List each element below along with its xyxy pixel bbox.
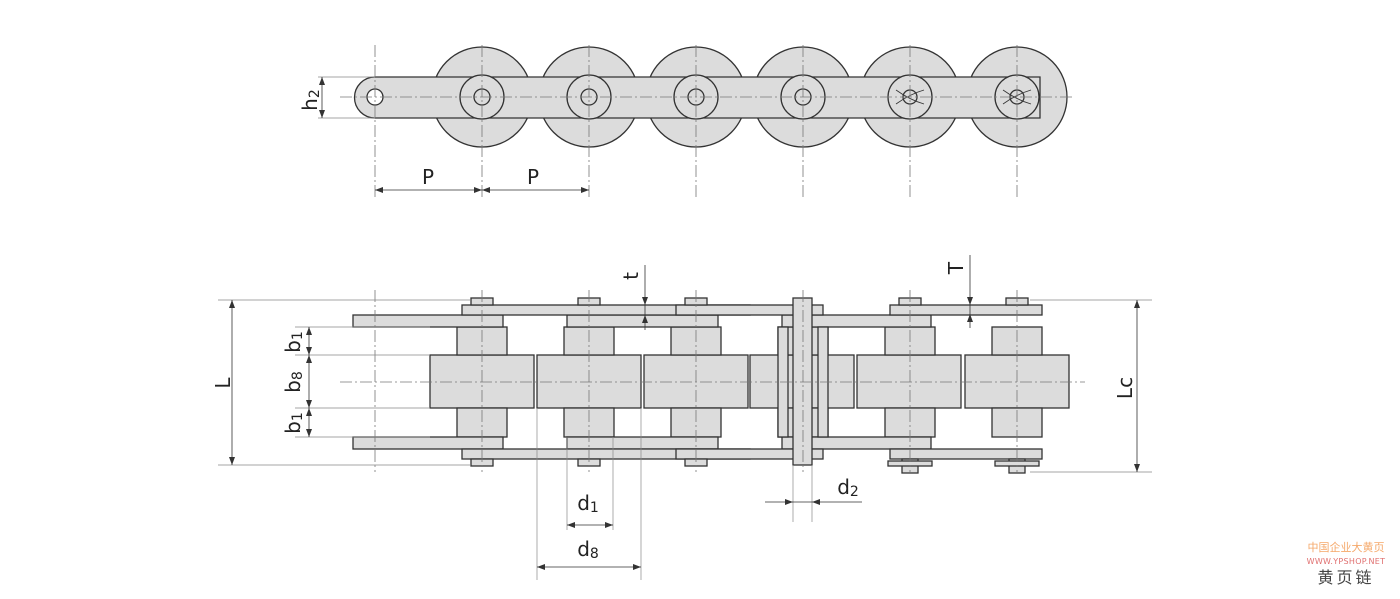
label-d2: d2 (837, 475, 859, 500)
dimension-arrow (474, 187, 482, 193)
outer-plate (675, 304, 824, 316)
dimension-arrow (567, 522, 575, 528)
inner-plate (566, 314, 719, 328)
dimension-arrow (1134, 300, 1140, 308)
dimension-arrow (642, 297, 648, 305)
label-h2: h2 (298, 89, 323, 111)
dimension-arrow (581, 187, 589, 193)
label-p2: P (527, 165, 539, 189)
dimension-arrow (306, 355, 312, 363)
extended-pin (792, 297, 813, 466)
dimension-arrow (812, 499, 820, 505)
label-d1: d1 (577, 491, 599, 516)
roller (856, 354, 962, 409)
dimension-arrow (319, 110, 325, 118)
dimension-arrow (229, 457, 235, 465)
label-l: L (211, 377, 235, 389)
dimension-arrow (229, 300, 235, 308)
dimension-arrow (967, 314, 973, 322)
dimension-arrow (605, 522, 613, 528)
inner-plate (352, 314, 504, 328)
watermark-line3: 黄页链 (1317, 568, 1375, 587)
dimension-arrow (1134, 464, 1140, 472)
label-b1-top: b1 (281, 331, 306, 353)
label-b1-bottom: b1 (281, 412, 306, 434)
dimension-arrow (306, 429, 312, 437)
dimension-arrow (633, 564, 641, 570)
top-view (340, 45, 1075, 200)
watermark-url: WWW.YPSHOP.NET (1306, 557, 1386, 566)
dimension-arrow (319, 77, 325, 85)
label-t: T (944, 261, 968, 275)
inner-plate (352, 436, 504, 450)
dimension-arrow (642, 315, 648, 323)
dimension-arrow (306, 347, 312, 355)
outer-plate (889, 304, 1043, 316)
dimension-arrow (482, 187, 490, 193)
inner-plate (781, 314, 932, 328)
dimension-arrow (785, 499, 793, 505)
dimension-arrow (306, 327, 312, 335)
dimension-arrow (306, 400, 312, 408)
inner-plate (781, 436, 932, 450)
dimension-arrow (967, 297, 973, 305)
label-t: t (619, 272, 643, 280)
label-b8: b8 (281, 371, 306, 393)
dimension-arrow (375, 187, 383, 193)
inner-plate (566, 436, 719, 450)
label-d8: d8 (577, 537, 599, 562)
label-p1: P (422, 165, 434, 189)
label-lc: Lc (1113, 377, 1137, 399)
outer-plate (889, 448, 1043, 460)
side-view (340, 290, 1085, 474)
watermark-line1: 中国企业大黄页 (1307, 541, 1385, 554)
dimension-arrow (306, 408, 312, 416)
dimension-arrow (537, 564, 545, 570)
outer-plate (675, 448, 824, 460)
